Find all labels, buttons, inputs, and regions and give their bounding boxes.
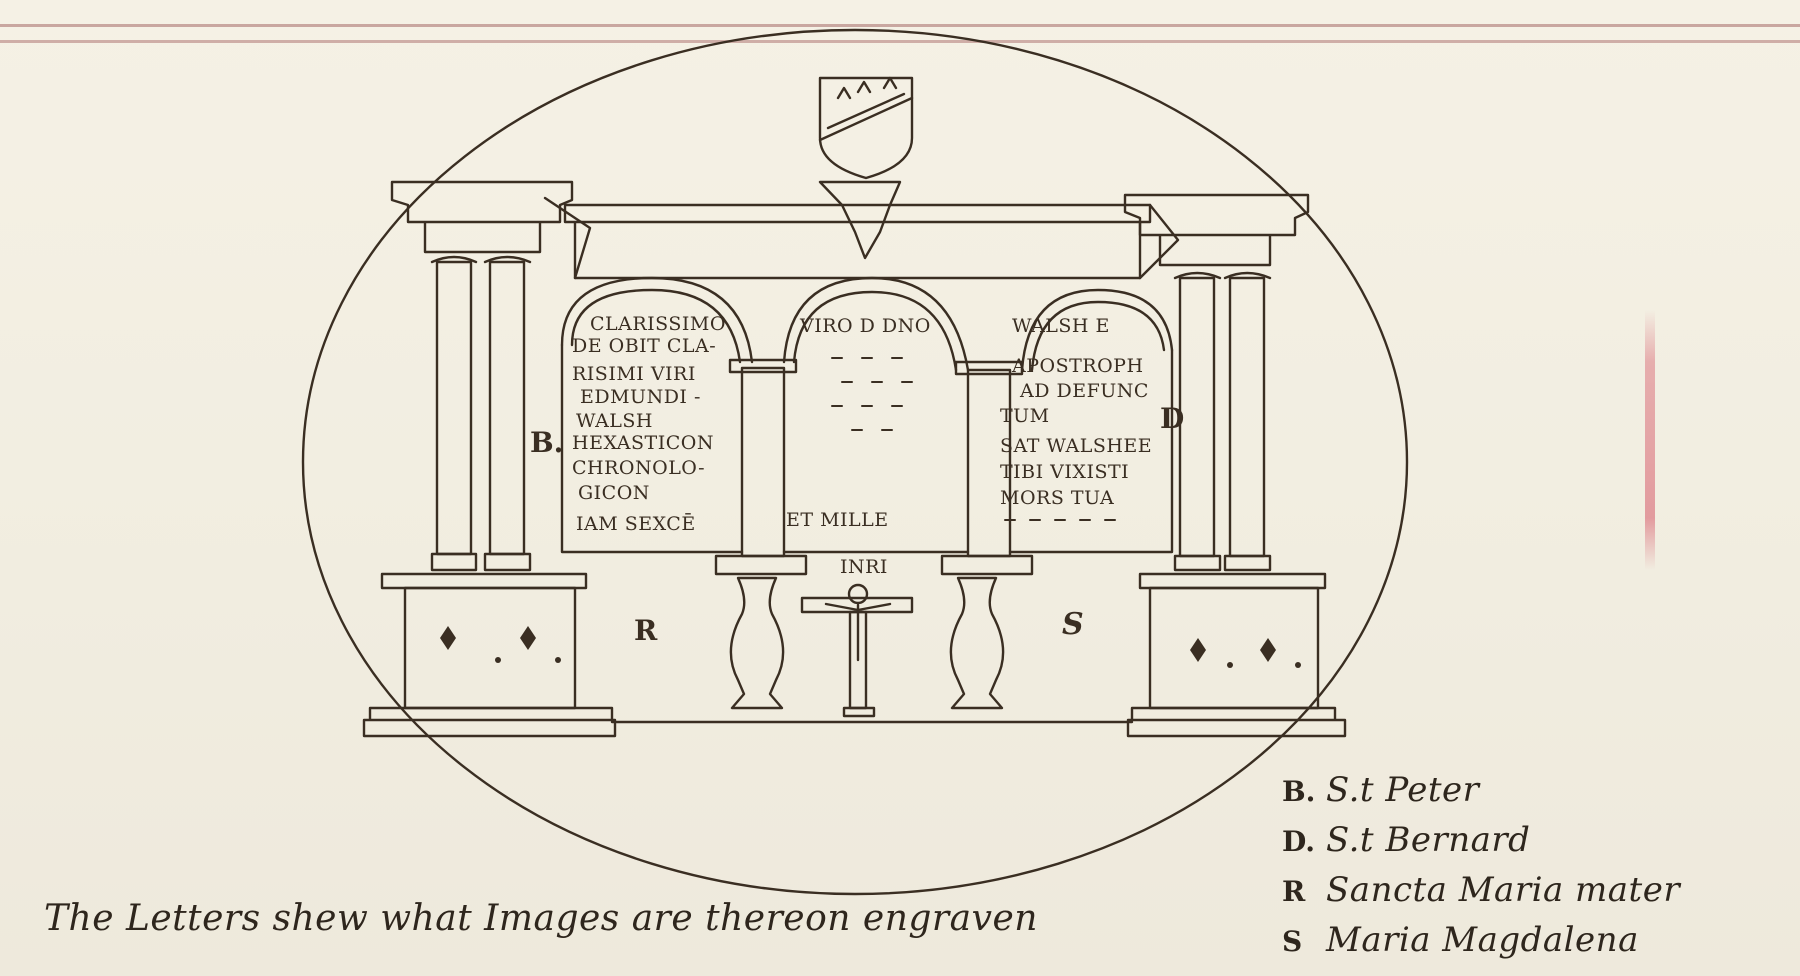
legend-letter: B. (1282, 775, 1316, 808)
inscription-line: IAM SEXCĒ (576, 512, 696, 535)
oval-frame (301, 28, 1409, 896)
arches (560, 276, 1174, 372)
legend-row: R Sancta Maria mater (1282, 870, 1792, 920)
inscription-line: AD DEFUNC (1019, 380, 1149, 402)
legend-name: Maria Magdalena (1326, 920, 1639, 960)
legend-row: S Maria Magdalena (1282, 920, 1792, 970)
right-pedestal (1126, 572, 1347, 738)
inscription-line: TIBI VIXISTI (1000, 461, 1129, 483)
legend-name: S.t Bernard (1326, 820, 1531, 860)
inscription-line: TUM (1000, 405, 1050, 427)
top-rule-second (0, 40, 1800, 43)
margin-mark (1645, 310, 1655, 570)
inscription-line: ET MILLE (786, 509, 889, 531)
inscription-line: VIRO D DNO (799, 315, 931, 337)
left-columns (430, 255, 532, 572)
inscription-line: GICON (578, 482, 650, 504)
legend-letter: R (1282, 875, 1306, 908)
image-letter-r: R (634, 614, 658, 647)
legend: B. S.t Peter D. S.t Bernard R Sancta Mar… (1282, 770, 1792, 970)
left-inscription: CLARISSIMO DE OBIT CLA- RISIMI VIRI EDMU… (572, 313, 726, 535)
legend-row: B. S.t Peter (1282, 770, 1792, 820)
inscription-line: APOSTROPH (1011, 355, 1144, 377)
inscription-line: CLARISSIMO (590, 313, 726, 335)
inscription-line: DE OBIT CLA- (572, 335, 716, 357)
caption: The Letters shew what Images are thereon… (44, 898, 1038, 939)
right-capital (1123, 193, 1310, 267)
inscription-line: RISIMI VIRI (572, 363, 696, 385)
left-pedestal (362, 572, 617, 738)
inscription-line: SAT WALSHEE (1000, 435, 1152, 457)
lozenge-ornaments (440, 626, 1301, 668)
right-columns (1173, 271, 1272, 572)
inscription-line: CHRONOLO- (572, 457, 705, 479)
crucifix (800, 583, 914, 718)
legend-row: D. S.t Bernard (1282, 820, 1792, 870)
inscription-line: WALSH E (1012, 315, 1110, 337)
legend-letter: D. (1282, 825, 1316, 858)
legend-name: S.t Peter (1326, 770, 1480, 810)
top-rule (0, 24, 1800, 27)
legend-name: Sancta Maria mater (1326, 870, 1681, 910)
center-panel-marks (831, 357, 1116, 521)
inner-pilasters (714, 358, 1034, 576)
right-inscription: WALSH E APOSTROPH AD DEFUNC TUM SAT WALS… (1000, 315, 1152, 509)
cross-title: INRI (840, 556, 888, 578)
image-letter-s: S (1062, 607, 1084, 642)
inscription-line: HEXASTICON (572, 432, 714, 454)
inscription-line: MORS TUA (1000, 487, 1114, 509)
center-inscription: VIRO D DNO ET MILLE (786, 315, 931, 531)
shield-icon (818, 76, 914, 180)
image-letter-d: D (1160, 402, 1184, 435)
left-capital (390, 180, 574, 254)
inscription-line: WALSH (576, 410, 653, 432)
inscription-line: EDMUNDI - (580, 386, 701, 408)
image-letter-b: B. (530, 426, 563, 459)
legend-letter: S (1282, 925, 1303, 958)
balusters (729, 576, 1005, 710)
